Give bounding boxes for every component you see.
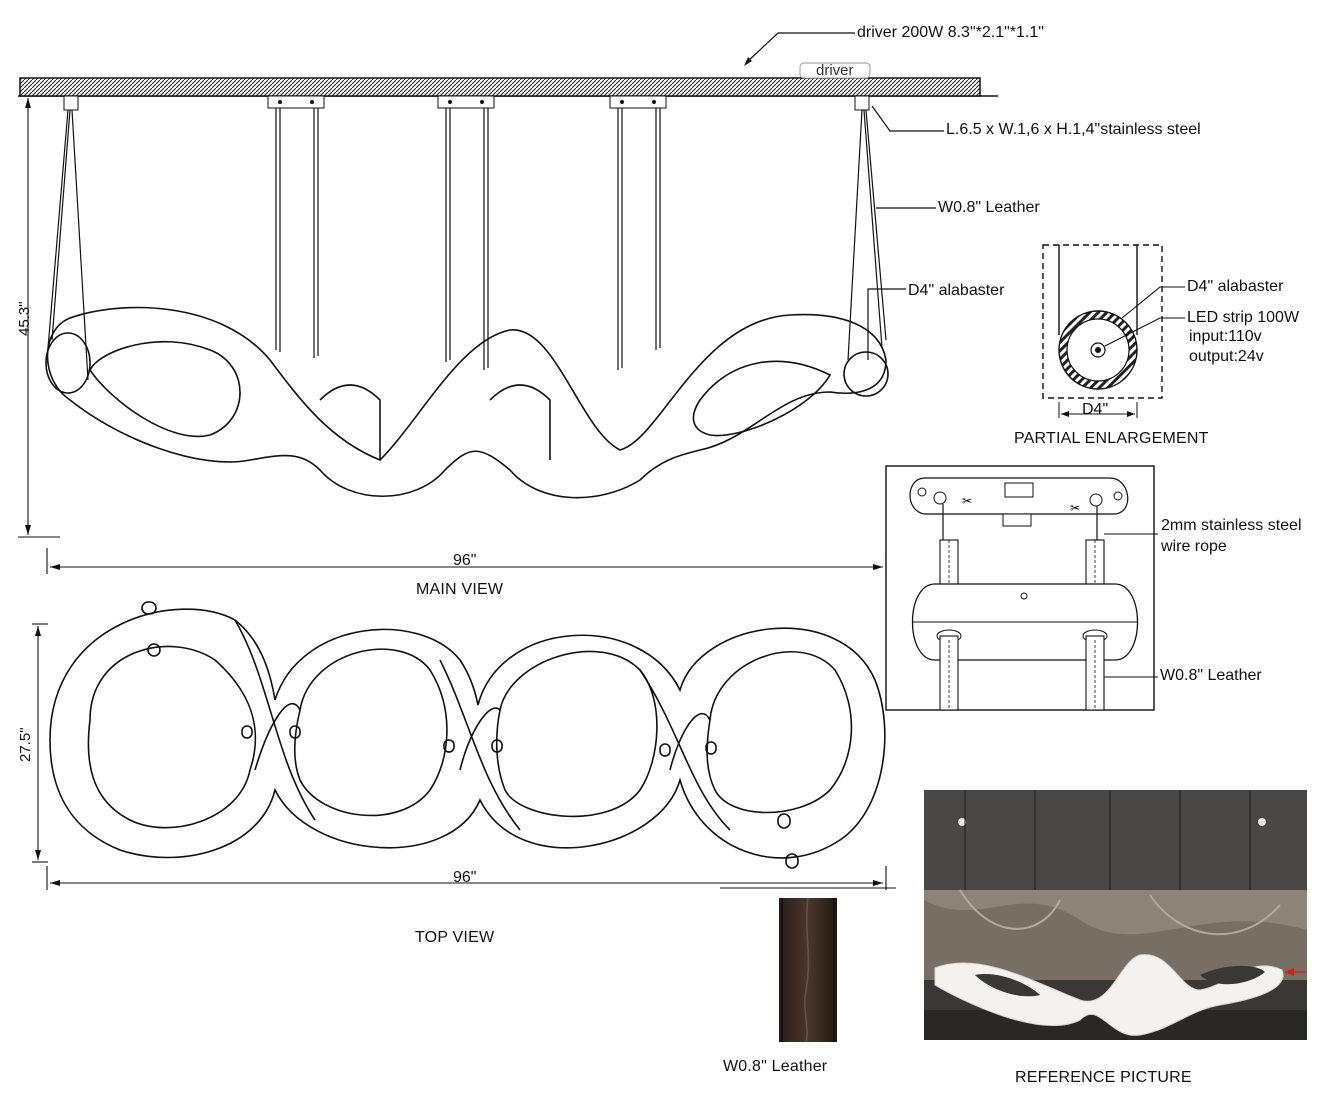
top-view-caption: TOP VIEW — [415, 929, 495, 946]
partial-enlargement — [1042, 244, 1185, 418]
top-width-label: 96" — [453, 869, 477, 886]
driver-box-label: driver — [816, 62, 854, 79]
top-depth-label: 27.5" — [17, 727, 34, 762]
enl-led-strip: LED strip 100W — [1187, 309, 1300, 326]
alabaster-leader — [867, 288, 906, 360]
driver-leader — [744, 32, 855, 66]
enl-input: input:110v — [1189, 328, 1262, 345]
wire-rope-line2: wire rope — [1161, 538, 1227, 555]
driver-callout: driver 200W 8.3"*2.1"*1.1" — [857, 24, 1044, 41]
main-view-tube — [45, 306, 889, 499]
ceiling-canopy — [18, 62, 998, 97]
alabaster-callout: D4" alabaster — [908, 282, 1005, 299]
enl-diameter: D4" — [1082, 401, 1109, 418]
leather-callout: W0.8" Leather — [938, 199, 1040, 216]
main-width-label: 96" — [453, 552, 477, 569]
leather-swatch-caption: W0.8" Leather — [723, 1058, 828, 1075]
straps — [47, 108, 887, 381]
mount-detail: ✂ ✂ — [885, 465, 1158, 711]
top-view-tube — [49, 601, 886, 869]
svg-text:✂: ✂ — [1070, 501, 1080, 515]
plate-callout: L.6.5 x W.1,6 x H.1,4"stainless steel — [946, 121, 1201, 138]
reference-caption: REFERENCE PICTURE — [1015, 1069, 1192, 1086]
enl-alabaster: D4" alabaster — [1187, 278, 1284, 295]
driver-box — [799, 62, 871, 79]
height-label: 45.3" — [16, 301, 33, 336]
plate-leader — [871, 105, 944, 132]
leather-swatch — [779, 897, 837, 1043]
height-dimension — [18, 95, 60, 538]
top-depth-dimension — [32, 623, 48, 863]
partial-enlargement-caption: PARTIAL ENLARGEMENT — [1014, 430, 1209, 447]
main-view-caption: MAIN VIEW — [416, 581, 504, 598]
mount-leather-label: W0.8" Leather — [1160, 667, 1262, 684]
enl-output: output:24v — [1189, 348, 1264, 365]
mount-plates — [63, 95, 870, 111]
svg-text:✂: ✂ — [962, 494, 972, 508]
top-width-dimension — [46, 866, 896, 890]
wire-rope-line1: 2mm stainless steel — [1161, 517, 1302, 534]
reference-picture — [924, 790, 1307, 1040]
